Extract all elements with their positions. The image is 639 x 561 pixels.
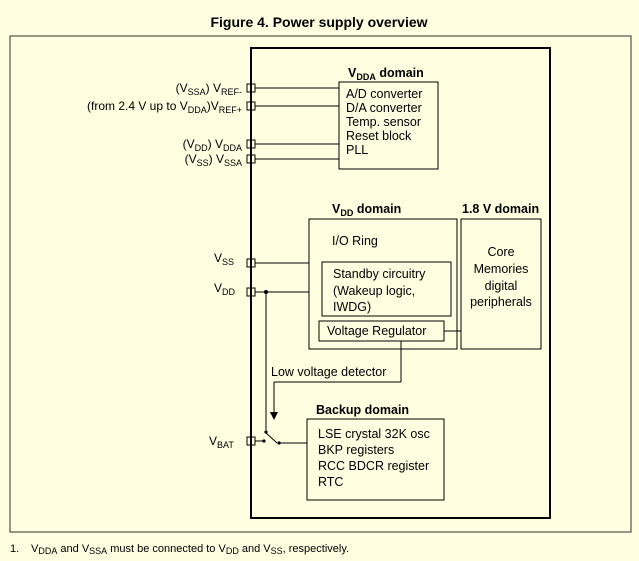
figure-frame (9, 35, 632, 533)
vdda-item: Reset block (346, 129, 412, 143)
switch-contact (277, 441, 281, 445)
backup-item: BKP registers (318, 443, 394, 457)
domain-1v8-line: Memories (474, 262, 529, 276)
io-ring-label: I/O Ring (332, 234, 378, 248)
vdda-domain-box (338, 81, 439, 170)
vdda-item: PLL (346, 143, 368, 157)
vdda-item: D/A converter (346, 101, 422, 115)
backup-item: RCC BDCR register (318, 459, 429, 473)
domain-1v8-line: peripherals (470, 295, 532, 309)
domain-1v8-title: 1.8 V domain (462, 202, 539, 216)
standby-line: (Wakeup logic, (333, 284, 415, 298)
standby-box (321, 261, 452, 317)
domain-1v8-box (460, 218, 542, 350)
switch-contact (262, 439, 266, 443)
pin-label-vbat: VBAT (209, 434, 234, 450)
standby-line: IWDG) (333, 300, 371, 314)
domain-1v8-line: Core (487, 245, 514, 259)
footnote-number: 1. (10, 543, 19, 555)
pin-label-vref-minus: (VSSA) VREF- (176, 81, 242, 97)
pin-label-vdd: VDD (214, 281, 236, 297)
detector-arrow-icon (270, 412, 278, 420)
domain-1v8-line: digital (485, 279, 518, 293)
pin-label-vssa: (VSS) VSSA (185, 152, 242, 168)
backup-domain-box (306, 418, 445, 501)
chip-outline (250, 47, 551, 519)
backup-item: RTC (318, 475, 343, 489)
figure-title: Figure 4. Power supply overview (210, 14, 427, 30)
power-switch-icon (264, 431, 278, 444)
voltage-regulator-label: Voltage Regulator (327, 324, 426, 338)
vdd-domain-title: VDD domain (332, 202, 401, 218)
pin-label-vref-plus: (from 2.4 V up to VDDA)VREF+ (87, 99, 242, 115)
low-voltage-detector-label: Low voltage detector (271, 365, 386, 379)
backup-item: LSE crystal 32K osc (318, 427, 430, 441)
vdda-item: Temp. sensor (346, 115, 421, 129)
vdda-domain-title: VDDA domain (348, 66, 424, 82)
backup-domain-title: Backup domain (316, 403, 409, 417)
pin-label-vdda: (VDD) VDDA (183, 137, 242, 153)
vdda-item: A/D converter (346, 87, 422, 101)
vdd-domain-box (308, 218, 458, 350)
pin-label-vss: VSS (214, 251, 234, 267)
standby-line: Standby circuitry (333, 267, 426, 281)
footnote-text: VDDA and VSSA must be connected to VDD a… (31, 543, 349, 556)
